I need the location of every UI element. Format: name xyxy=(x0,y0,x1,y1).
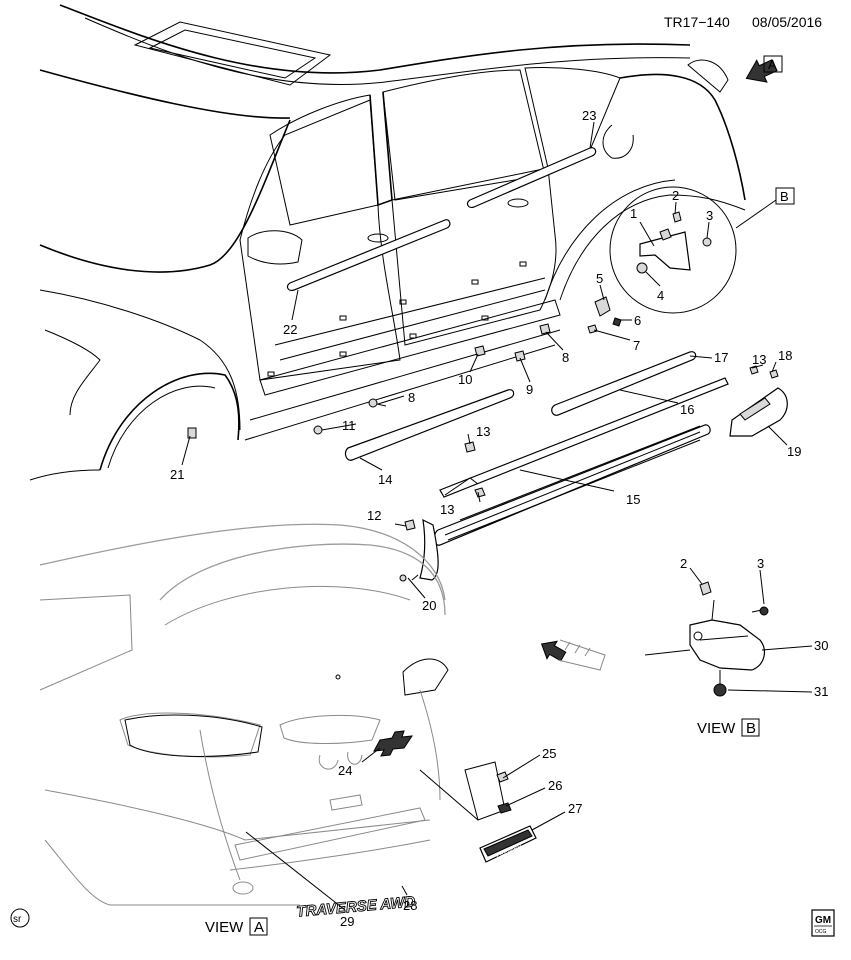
gm-logo-bottom: OCG xyxy=(815,929,827,935)
callout-3a: 3 xyxy=(706,208,713,223)
callout-14: 14 xyxy=(378,472,392,487)
rocker-strip-16 xyxy=(439,377,729,498)
callout-7: 7 xyxy=(633,338,640,353)
callout-11: 11 xyxy=(342,418,356,433)
callout-12: 12 xyxy=(367,508,381,523)
door-moulding-front-22 xyxy=(286,219,451,291)
view-a-letter: A xyxy=(254,919,264,936)
callout-8b: 8 xyxy=(562,350,569,365)
view-b-bracket xyxy=(644,581,769,697)
callout-1: 1 xyxy=(630,206,637,221)
vehicle-side-body xyxy=(29,4,746,481)
callout-9: 9 xyxy=(526,382,533,397)
callout-2b: 2 xyxy=(680,556,687,571)
view-a-word: VIEW xyxy=(205,919,244,936)
gm-logo-top: GM xyxy=(815,915,831,926)
callout-28: 28 xyxy=(403,898,417,913)
callout-13c: 13 xyxy=(752,352,766,367)
diagram-code: TR17−140 xyxy=(664,14,730,30)
traverse-awd-text: TRAVERSE AWD xyxy=(296,893,416,920)
detail-b-box-letter: B xyxy=(780,189,789,204)
view-a-arrow: A xyxy=(745,55,783,83)
callout-24: 24 xyxy=(338,763,352,778)
callout-31: 31 xyxy=(814,684,828,699)
callout-25: 25 xyxy=(542,746,556,761)
callout-10: 10 xyxy=(458,372,472,387)
callout-22: 22 xyxy=(283,322,297,337)
view-b-label: VIEW B xyxy=(697,718,760,737)
callout-8a: 8 xyxy=(408,390,415,405)
callout-29: 29 xyxy=(340,914,354,929)
callout-21: 21 xyxy=(170,467,184,482)
callout-16: 16 xyxy=(680,402,694,417)
callout-18: 18 xyxy=(778,348,792,363)
rocker-moulding-rear-17 xyxy=(551,351,697,416)
callout-labels: 1 2 3 4 5 6 7 8 8 9 10 11 12 13 13 13 14… xyxy=(170,108,828,929)
leader-lines xyxy=(181,121,813,911)
rear-end-cap-19 xyxy=(729,387,788,437)
chevrolet-emblem-24 xyxy=(373,730,414,757)
callout-17: 17 xyxy=(714,350,728,365)
callout-3b: 3 xyxy=(757,556,764,571)
diagram-date: 08/05/2016 xyxy=(752,14,822,30)
callout-4: 4 xyxy=(657,288,664,303)
premier-emblem-27: PREMIER xyxy=(464,761,537,863)
traverse-awd-badge: TRAVERSE AWD xyxy=(295,893,416,921)
callout-23: 23 xyxy=(582,108,596,123)
callout-30: 30 xyxy=(814,638,828,653)
callout-13b: 13 xyxy=(440,502,454,517)
rocker-clip-holes xyxy=(267,261,527,377)
detail-b-circle: B xyxy=(609,186,795,314)
gm-logo: GM OCG xyxy=(811,909,835,937)
door-moulding-rear-23 xyxy=(466,147,597,208)
view-a-label: VIEW A xyxy=(205,917,268,936)
emblem-clip-25 xyxy=(496,771,509,783)
fasteners xyxy=(313,296,779,582)
callout-20: 20 xyxy=(422,598,436,613)
view-a-direction-arrow xyxy=(540,639,606,671)
view-b-word: VIEW xyxy=(697,720,736,737)
callout-15: 15 xyxy=(626,492,640,507)
rocker-moulding-front-14 xyxy=(344,389,515,461)
callout-2a: 2 xyxy=(672,188,679,203)
callout-5: 5 xyxy=(596,271,603,286)
view-a-arrow-letter: A xyxy=(768,57,777,72)
callout-13a: 13 xyxy=(476,424,490,439)
sr-mark: sr xyxy=(10,908,30,928)
callout-19: 19 xyxy=(787,444,801,459)
callout-26: 26 xyxy=(548,778,562,793)
clip-21 xyxy=(187,427,197,439)
sr-mark-text: sr xyxy=(13,914,22,925)
vehicle-rear-view xyxy=(39,523,449,906)
callout-6: 6 xyxy=(634,313,641,328)
view-b-letter: B xyxy=(746,720,756,737)
callout-27: 27 xyxy=(568,801,582,816)
